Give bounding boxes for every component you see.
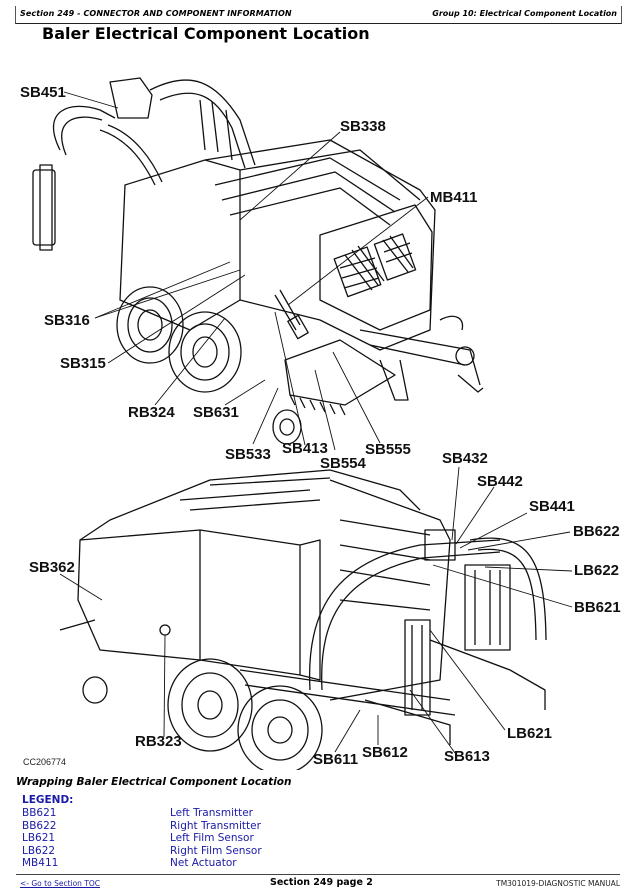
callout-rb323: RB323 [135,733,182,750]
legend-description: Right Film Sensor [170,844,262,857]
legend-row: MB411 Net Actuator [22,857,262,870]
callout-sb613: SB613 [444,748,490,765]
callout-sb442: SB442 [477,473,523,490]
legend-code: MB411 [22,857,59,870]
lower-baler-illustration [59,469,547,770]
callout-bb622: BB622 [573,523,620,540]
callout-sb315: SB315 [60,355,106,372]
callout-rb324: RB324 [128,404,175,421]
legend-row: LB622 Right Film Sensor [22,845,262,858]
section-title: Section 249 - CONNECTOR AND COMPONENT IN… [20,9,292,18]
upper-control-box [109,77,153,119]
film-dispenser-right [464,564,511,651]
figure-id: CC206774 [23,757,67,767]
manual-id: TM301019-DIAGNOSTIC MANUAL [496,879,620,888]
callout-sb631: SB631 [193,404,239,421]
page-title: Baler Electrical Component Location [42,24,370,43]
callout-mb411: MB411 [430,189,478,206]
callout-sb316: SB316 [44,312,90,329]
group-title: Group 10: Electrical Component Location [432,9,617,18]
legend-description: Net Actuator [170,857,237,870]
baler-diagram: SB451 SB338 MB411 SB316 SB315 RB324 SB63… [20,77,621,770]
legend-code: LB621 [22,832,56,845]
legend-description: Right Transmitter [170,819,261,832]
legend-row: BB621 Left Transmitter [22,807,262,820]
upper-side-panel [119,159,241,331]
legend-row: BB622 Right Transmitter [22,820,262,833]
legend: LEGEND: BB621 Left Transmitter BB622 Rig… [22,794,262,870]
callout-sb413: SB413 [282,440,328,457]
callout-labels: SB451 SB338 MB411 SB316 SB315 RB324 SB63… [20,84,621,768]
legend-row: LB621 Left Film Sensor [22,832,262,845]
page-number: Section 249 page 2 [270,877,373,888]
grille-right [373,233,417,281]
callout-sb441: SB441 [529,498,575,515]
upper-baler-illustration [32,77,484,445]
legend-description: Left Film Sensor [170,832,254,845]
legend-description: Left Transmitter [170,807,253,819]
page-header: Section 249 - CONNECTOR AND COMPONENT IN… [15,6,622,24]
go-to-section-toc-link[interactable]: <- Go to Section TOC [20,879,101,888]
lower-tailgate [77,529,201,661]
callout-sb432: SB432 [442,450,488,467]
legend-title: LEGEND: [22,794,74,806]
legend-code: BB621 [22,807,57,819]
legend-code: BB622 [22,819,57,832]
grille-left [333,246,382,298]
callout-sb451: SB451 [20,84,66,101]
callout-sb555: SB555 [365,441,411,458]
front-panel [319,204,433,331]
callout-sb554: SB554 [320,455,367,472]
callout-sb362: SB362 [29,559,75,576]
callout-lb622: LB622 [574,562,619,579]
leader-lines [59,91,573,754]
figure-caption: Wrapping Baler Electrical Component Loca… [16,776,292,788]
callout-sb611: SB611 [313,751,358,768]
callout-sb612: SB612 [362,744,408,761]
wrapper-control-box [424,529,456,561]
callout-bb621: BB621 [574,599,621,616]
legend-code: LB622 [22,844,56,857]
footer-divider [16,874,620,875]
callout-lb621: LB621 [507,725,552,742]
callout-sb533: SB533 [225,446,271,463]
callout-sb338: SB338 [340,118,386,135]
